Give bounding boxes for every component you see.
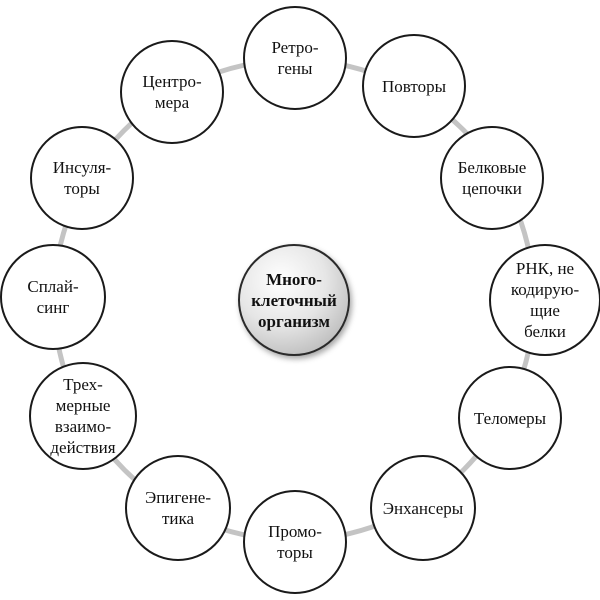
node-enhancers: Энхансеры: [370, 455, 476, 561]
node-label: Повторы: [381, 76, 446, 96]
node-label: Инсуля- торы: [52, 158, 112, 198]
node-label: Центро- мера: [142, 72, 202, 112]
node-promoters: Промо- торы: [243, 490, 347, 594]
node-label: Белковые цепочки: [457, 158, 527, 198]
node-label: Трех- мерные взаимо- действия: [50, 375, 116, 457]
node-protein-chains: Белковые цепочки: [440, 126, 544, 230]
node-label: Сплай- синг: [27, 277, 79, 317]
node-splicing: Сплай- синг: [0, 244, 106, 350]
node-label: Эпигене- тика: [144, 488, 212, 528]
node-label: Теломеры: [473, 408, 547, 428]
node-label: Ретро- гены: [271, 38, 319, 78]
node-repeats: Повторы: [362, 34, 466, 138]
node-retrogenes: Ретро- гены: [243, 6, 347, 110]
node-noncoding-rna: РНК, не кодирую- щие белки: [489, 244, 600, 356]
node-3d-interactions: Трех- мерные взаимо- действия: [29, 362, 137, 470]
node-insulators: Инсуля- торы: [30, 126, 134, 230]
node-centromere: Центро- мера: [120, 40, 224, 144]
center-label: Много- клеточный организм: [251, 269, 337, 331]
node-epigenetics: Эпигене- тика: [125, 455, 231, 561]
center-node: Много- клеточный организм: [238, 244, 350, 356]
node-label: Промо- торы: [268, 522, 322, 562]
node-telomeres: Теломеры: [458, 366, 562, 470]
node-label: РНК, не кодирую- щие белки: [510, 259, 580, 341]
node-label: Энхансеры: [382, 498, 464, 518]
